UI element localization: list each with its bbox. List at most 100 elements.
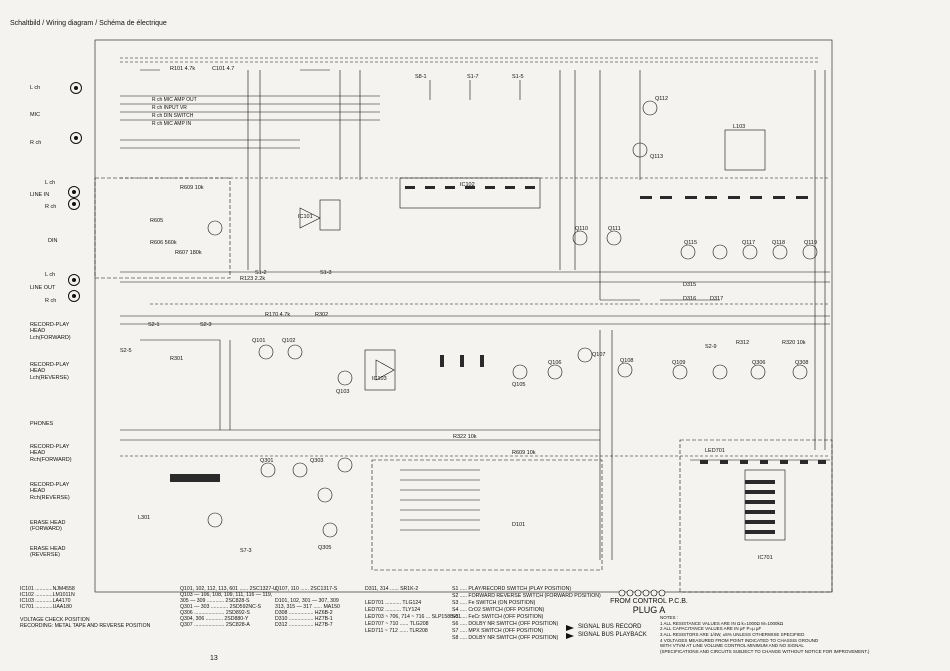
capacitor-label: C101 4.7: [212, 66, 235, 72]
note-line: (SPECIFICATIONS AND CIRCUITS SUBJECT TO …: [660, 648, 870, 654]
diode-legend: D312 ................. HZ7B-7: [275, 622, 333, 628]
plug-a-label: FROM CONTROL P.C.B. PLUG A: [604, 598, 694, 615]
jack-label-rch-in: R ch: [45, 204, 57, 210]
note-line: 3 ALL RESISTORS ARE 1/4W, ±5% UNLESS OTH…: [660, 631, 805, 637]
transistor-legend: Q304, 306 ............ 2SD880-Y: [180, 616, 249, 622]
page-number: 13: [210, 655, 218, 662]
transistor-label: Q106: [548, 360, 562, 366]
transistor-legend: Q306 ..................... 2SD892-S: [180, 610, 250, 616]
jack-label-lch: L ch: [30, 85, 41, 91]
diode-label: D317: [710, 296, 724, 302]
transistor-label: Q112: [655, 96, 669, 102]
jack-label-lch-out: L ch: [45, 272, 56, 278]
resistor-label: R301: [170, 356, 184, 362]
coil-label: L301: [138, 515, 151, 521]
jack-label-phones: PHONES: [30, 421, 54, 427]
transistor-label: Q118: [772, 240, 786, 246]
switch-label: S1-3: [320, 270, 332, 276]
switch-legend: S5 ..... FeCr SWITCH (OFF POSITION): [452, 614, 544, 620]
resistor-label: R609 10k: [512, 450, 536, 456]
transistor-label: Q109: [672, 360, 686, 366]
ic-label: IC701: [758, 555, 773, 561]
transistor-label: Q110: [575, 226, 589, 232]
rca-jack-icon: [70, 132, 82, 144]
led-legend: LED707 ~ 710 ...... TLG208: [365, 621, 429, 627]
diode-legend: 313, 315 — 317 ...... MA150: [275, 604, 340, 610]
switch-legend: S3 ..... Fe SWITCH (ON POSITION): [452, 600, 536, 606]
switch-legend: S4 ..... CrO2 SWITCH (OFF POSITION): [452, 607, 545, 613]
jack-label-rp-r-fwd: RECORD-PLAY HEAD Rch(FORWARD): [30, 444, 72, 463]
ic-legend: IC701 ............UAA180: [20, 604, 72, 610]
jack-label-line-in: LINE IN: [30, 192, 50, 198]
transistor-label: Q308: [795, 360, 809, 366]
switch-label: S1-2: [255, 270, 267, 276]
switch-label: S2-3: [200, 322, 212, 328]
transistor-label: Q119: [804, 240, 818, 246]
resistor-label: R101 4.7k: [170, 66, 196, 72]
transistor-label: Q115: [684, 240, 698, 246]
transistor-label: Q108: [620, 358, 634, 364]
led-label: LED701: [705, 448, 725, 454]
note-line: 2 ALL CAPACITANCE VALUES ARE IN μF P=μ μ…: [660, 626, 762, 632]
transistor-label: Q105: [512, 382, 526, 388]
jack-label-rp-r-rev: RECORD-PLAY HEAD Rch(REVERSE): [30, 482, 70, 501]
transistor-label: Q301: [260, 458, 274, 464]
transistor-label: Q101: [252, 338, 266, 344]
diode-legend: D308 ................. HZ6B-2: [275, 610, 333, 616]
jack-label-rch: R ch: [30, 140, 42, 146]
bus-record-label: SIGNAL BUS RECORD: [578, 624, 642, 630]
signal-label: R ch DIN SWITCH: [152, 113, 194, 119]
switch-label: S8-1: [415, 74, 427, 80]
notes-block: NOTES : 1 ALL RESISTANCE VALUES ARE IN Ω…: [660, 615, 875, 654]
resistor-label: R609 10k: [180, 185, 204, 191]
voltage-check: VOLTAGE CHECK POSITION: [20, 617, 90, 623]
transistor-label: Q117: [742, 240, 756, 246]
switch-legend: S6 ..... DOLBY NR SWITCH (OFF POSITION): [452, 621, 559, 627]
signal-label: R ch MIC AMP OUT: [152, 97, 197, 103]
diode-label: D101: [512, 522, 526, 528]
jack-label-din: DIN: [48, 238, 58, 244]
transistor-legend: Q103 — 106, 108, 109, 111, 116 — 119,: [180, 592, 273, 598]
resistor-label: R606 560k: [150, 240, 177, 246]
transistor-legend: 305 — 309 ............ 2SC828-S: [180, 598, 250, 604]
led-legend: LED703 ~ 706, 714 ~ 716 ... SLP158B-01: [365, 614, 462, 620]
rca-jack-icon: [68, 198, 80, 210]
transistor-legend: Q101, 102, 112, 113, 601 ...... 2SC1327-…: [180, 586, 277, 592]
resistor-label: R322 10k: [453, 434, 477, 440]
voltage-check: RECORDING: METAL TAPE AND REVERSE POSITI…: [20, 623, 151, 629]
transistor-label: Q102: [282, 338, 296, 344]
signal-label: R ch INPUT VR: [152, 105, 187, 111]
switch-label: S1-5: [512, 74, 524, 80]
transistor-label: Q111: [608, 226, 621, 232]
ic-label: IC102: [460, 182, 475, 188]
plug-name: PLUG A: [632, 605, 666, 615]
jack-label-rp-rev: RECORD-PLAY HEAD Lch(REVERSE): [30, 362, 70, 381]
led-legend: D311, 314 ...... SR1K-2: [365, 586, 419, 592]
diode-label: D315: [683, 282, 697, 288]
switch-label: S2-9: [705, 344, 717, 350]
resistor-label: R170 4.7k: [265, 312, 291, 318]
ic-label: IC101: [298, 214, 313, 220]
transistor-legend: Q307 ..................... 2SC828-A: [180, 622, 250, 628]
transistor-label: Q107: [592, 352, 606, 358]
transistor-legend: Q107, 110 ...... 2SC1317-S: [275, 586, 338, 592]
switch-legend: S2 ..... FORWARD REVERSE SWITCH (FORWARD…: [452, 593, 601, 599]
note-line: NOTES :: [660, 615, 679, 620]
transistor-label: Q303: [310, 458, 324, 464]
jack-label-mic: MIC: [30, 112, 41, 118]
diode-legend: D310 ................. HZ7B-1: [275, 616, 333, 622]
switch-label: S2-1: [148, 322, 160, 328]
resistor-label: R123 2.2k: [240, 276, 266, 282]
signal-label: R ch MIC AMP IN: [152, 121, 192, 127]
switch-legend: S8 ..... DOLBY NR SWITCH (OFF POSITION): [452, 635, 559, 641]
jack-label-line-out: LINE OUT: [30, 285, 56, 291]
diode-legend: D101, 102, 301 — 307, 309: [275, 598, 339, 604]
transistor-label: Q113: [650, 154, 664, 160]
ic-legend: IC101 ............NJM4558: [20, 586, 75, 592]
note-line: 1 ALL RESISTANCE VALUES ARE IN Ω k=1000Ω…: [660, 620, 784, 626]
resistor-label: R605: [150, 218, 164, 224]
switch-label: S7-3: [240, 548, 252, 554]
jack-label-rp-fwd: RECORD-PLAY HEAD Lch(FORWARD): [30, 322, 71, 341]
